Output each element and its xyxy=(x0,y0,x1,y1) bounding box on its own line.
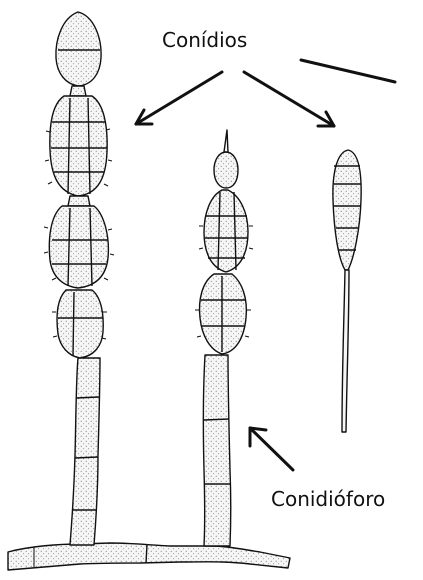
conidios-label: Conídios xyxy=(162,28,247,52)
base-hypha xyxy=(8,543,290,570)
annotation-arrows xyxy=(136,60,395,470)
arrow-to-left-chain xyxy=(136,72,222,124)
pointer-line xyxy=(301,60,395,82)
beaked-conidium xyxy=(333,150,361,432)
left-conidiophore xyxy=(70,358,100,545)
middle-conidiophore xyxy=(203,355,230,546)
arrow-to-conidiophore xyxy=(250,428,293,470)
left-conidia-chain xyxy=(49,12,108,358)
middle-conidia-chain xyxy=(200,130,248,354)
arrow-to-beaked-conidium xyxy=(244,72,334,126)
conidioforo-label: Conidióforo xyxy=(271,487,385,511)
